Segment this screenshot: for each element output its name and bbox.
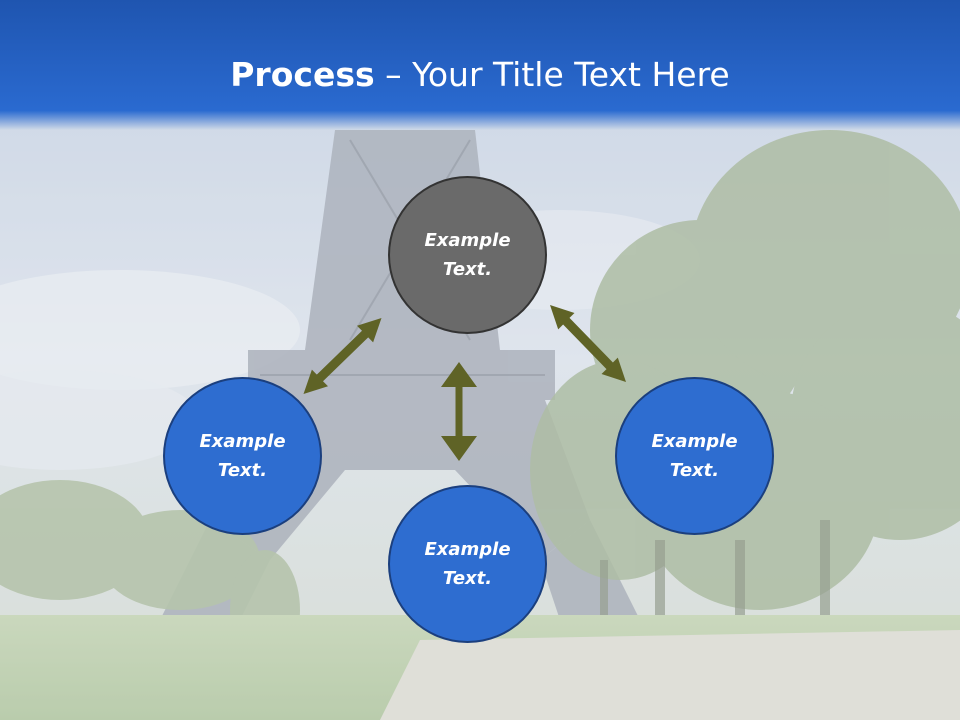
node-label-line1: Example [199, 431, 286, 452]
double-headed-arrow-icon [441, 362, 477, 461]
title-rest: – Your Title Text Here [374, 55, 730, 94]
node-label-line2: Text. [217, 460, 268, 481]
process-node-left[interactable]: Example Text. [163, 377, 322, 535]
process-node-right[interactable]: Example Text. [615, 377, 774, 535]
double-headed-arrow-icon [303, 318, 382, 394]
process-node-bottom[interactable]: Example Text. [388, 485, 547, 643]
node-label-line2: Text. [669, 460, 720, 481]
node-label-line2: Text. [442, 259, 493, 280]
node-label-line1: Example [424, 539, 511, 560]
slide-title: Process – Your Title Text Here [0, 52, 960, 98]
process-node-top[interactable]: Example Text. [388, 176, 547, 334]
node-label-line1: Example [651, 431, 738, 452]
double-headed-arrow-icon [550, 305, 626, 382]
title-bold: Process [230, 55, 375, 94]
node-label-line1: Example [424, 230, 511, 251]
title-bar [0, 0, 960, 130]
node-label-line2: Text. [442, 568, 493, 589]
